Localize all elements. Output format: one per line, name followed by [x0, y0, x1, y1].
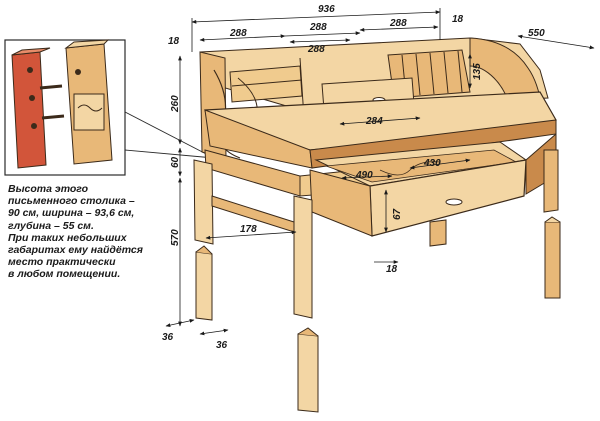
dim-leg-height: 570: [170, 229, 181, 246]
desk-body: [199, 37, 557, 237]
dimension-lines: [165, 8, 595, 336]
dim-inner-mid: 288: [307, 44, 325, 55]
dim-drawer-width: 490: [355, 170, 373, 181]
dim-drawer-height: 67: [392, 208, 403, 220]
caption-line: габаритах ему найдётся: [8, 244, 143, 257]
description-caption: Высота этого письменного столика – 90 см…: [8, 183, 168, 281]
dimension-labels: 936 18 18 288 288 288 288 550 135 260 28…: [162, 4, 545, 351]
dim-total-width: 936: [318, 4, 335, 15]
dim-leg-spacing: 178: [240, 224, 257, 235]
caption-line: 90 см, ширина – 93,6 см,: [8, 207, 135, 220]
dim-top-right: 288: [389, 18, 407, 29]
dim-top-left: 288: [229, 28, 247, 39]
caption-line: в любом помещении.: [8, 268, 121, 281]
dim-drawer-bottom: 18: [386, 264, 398, 275]
dim-leg-section-b: 36: [216, 340, 228, 351]
caption-line: При таких небольших: [8, 231, 127, 244]
dim-superstructure-height: 260: [170, 95, 181, 113]
caption-line: Высота этого: [8, 183, 89, 195]
caption-line: место практически: [8, 256, 116, 269]
desk-legs: [193, 149, 561, 413]
caption-line: письменного столика –: [8, 195, 135, 208]
dim-top-thickness: 18: [168, 36, 180, 47]
dim-organizer-height: 135: [472, 63, 483, 80]
dim-right-thickness: 18: [452, 14, 464, 25]
joint-detail-inset: [4, 39, 215, 176]
dim-leg-section-a: 36: [162, 332, 174, 343]
dim-top-mid: 288: [309, 22, 327, 33]
dim-depth: 550: [528, 28, 545, 39]
dim-drawer-depth: 430: [423, 158, 441, 169]
caption-line: глубина – 55 см.: [8, 219, 94, 232]
dim-apron: 60: [170, 156, 181, 168]
dim-shelf-width: 284: [365, 116, 383, 127]
